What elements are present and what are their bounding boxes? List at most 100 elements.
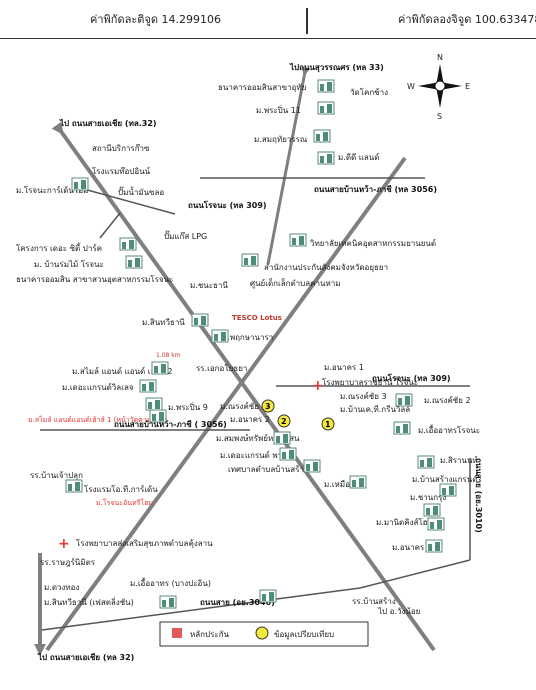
place-label: โรงพยาบาลส่งเสริมสุขภาพตำบลคุ้งลาน (76, 538, 213, 548)
building-icon (423, 503, 441, 517)
place-label: โรงแรมท๊อปอินน์ (92, 166, 151, 176)
road-3046 (41, 587, 361, 631)
building-icon (393, 421, 411, 435)
svg-text:3: 3 (265, 402, 271, 411)
place-label: รร.บ้านสร้าง (352, 597, 396, 606)
place-label: ม.ณรงค์ชัย 1 (220, 401, 267, 411)
place-label: รร.เอกอโยธยา (196, 363, 247, 373)
legend-compare-swatch (255, 626, 269, 640)
road-label-asia-top: ไป ถนนสายเอเชีย (ทล.32) (59, 118, 157, 128)
legend-pillar-swatch (172, 628, 182, 638)
road-label-rojana2: ถนนโรจนะ (ทล 309) (372, 373, 451, 383)
place-label: ม.อนาคร 3 (392, 543, 432, 552)
header-divider (306, 8, 308, 34)
place-label: ม.อนาคร 1 (324, 363, 364, 372)
place-label: วัดโคกช้าง (350, 87, 388, 97)
place-label: ธนาคารออมสินสาขาอุทัย (218, 83, 306, 92)
building-icon (417, 455, 435, 469)
building-icon (65, 479, 83, 493)
compass-n: N (437, 53, 443, 62)
compare-marker-1 (321, 417, 335, 431)
place-label: วิทยาลัยเทคนิคอุตสาหกรรมยานยนต์ (309, 238, 436, 248)
building-icon (211, 329, 229, 343)
longitude-label: ค่าพิกัดลองจิจูด 100.633478 (398, 13, 536, 26)
place-label: ม.สไมล์ แอนด์ แอนด์ เฮ้าส์ 2 (72, 366, 172, 376)
building-icon (427, 517, 445, 531)
place-label: ม.บ้านสร้างแกรนด์ (412, 474, 477, 484)
latitude-label: ค่าพิกัดละติจูด 14.299106 (90, 13, 221, 26)
road-label-rojana1: ถนนโรจนะ (ทล 309) (188, 200, 267, 210)
compass-e: E (465, 82, 470, 91)
place-label: ม.ชนะธานี (190, 281, 228, 290)
road-label-asia-bottom: ไป ถนนสายเอเชีย (ทล 32) (37, 652, 134, 662)
road-bank-spur (99, 212, 121, 239)
place-label: ปั๊มน้ำมันซลอ (118, 186, 164, 197)
road-label-3046: ถนนสาย (อย.3046) (200, 598, 275, 607)
road-rojana-branch (79, 187, 176, 215)
place-label: ม.เดอะแกรนด์วิลเลจ (62, 382, 134, 392)
place-label: ม.มานิตคิงส์โฮม (376, 517, 433, 527)
place-label: ม.พฤกษานารา (222, 333, 273, 342)
place-label: ธนาคารออมสิน สาขาสวนอุตสาหกรรมโรจนะ (16, 274, 173, 284)
place-label: สำนักงานประกันสังคมจังหวัดอยุธยา (264, 263, 388, 272)
government-icon (241, 253, 259, 267)
road-asia-diagonal (51, 121, 436, 652)
building-icon (119, 237, 137, 251)
compass-w: W (407, 82, 415, 91)
compass-rose-icon: N S E W (407, 53, 470, 121)
road-label-banwa1: ถนนสายบ้านหว้า-ภาชี (ทล 3056) (314, 184, 437, 194)
building-icon (139, 379, 157, 393)
building-icon (313, 129, 331, 143)
road-network (34, 66, 471, 656)
road-label-wangnoi: ไป อ.วังน้อย (377, 607, 420, 616)
place-label: ม.ณรงค์ชัย 3 (340, 391, 387, 401)
place-label: ศูนย์เด็กเล็กตำบลคานหาม (250, 278, 341, 289)
place-label-highlight: ม.สไมล์ แอนด์แอนด์เฮ้าส์ 1 (หน้าวัดคานหา… (28, 415, 168, 424)
legend-pillar-label: หลักประกัน (190, 630, 230, 639)
building-icon (151, 361, 169, 375)
place-label: ม.ดีดี แลนด์ (338, 152, 379, 162)
road-label-3010: ถนนสาย (อย.3010) (474, 458, 483, 533)
place-label: ม.สมฤทัยวรรณ (254, 135, 308, 144)
distance-label: 1.08 km (156, 352, 181, 359)
place-label: โครงการ เดอะ ซิตี้ ปาร์ค (16, 242, 102, 253)
building-icon (273, 431, 291, 445)
tesco-lotus-logo: TESCO Lotus (232, 314, 282, 322)
road-label-banwa2: ถนนสายบ้านหว้า-ภาชี ( 3056) (114, 419, 227, 429)
hospital-icon: + (58, 536, 70, 552)
place-label: ม.สิรานนท์ (440, 455, 478, 465)
building-icon (149, 409, 167, 423)
compass-s: S (437, 112, 442, 121)
legend: หลักประกัน ข้อมูลเปรียบเทียบ (159, 621, 369, 647)
building-icon (317, 151, 335, 165)
place-label: ม.สมพงษ์ทรัพย์หมื่นแสน (216, 432, 300, 443)
place-label: เทศบาลตำบลบ้านสร้าง (228, 465, 308, 474)
hospital-icon: + (312, 378, 324, 394)
compare-marker-2 (277, 414, 291, 428)
place-label: ปั๊มแก๊ส LPG (164, 230, 207, 241)
building-icon (191, 313, 209, 327)
building-icon (279, 447, 297, 461)
road-3046-east (359, 559, 471, 589)
svg-text:2: 2 (281, 417, 287, 426)
building-icon (317, 101, 335, 115)
place-label: ม.สินทวีธานี (เฟสตลิ่งชัน) (44, 596, 134, 607)
compare-marker-3 (261, 399, 275, 413)
road-rojana (45, 156, 407, 652)
place-label: รร.บ้านเจ้าปลุก (30, 471, 83, 480)
place-label: ม.เอื้ออาทรโรจนะ (418, 424, 480, 435)
place-label: ม.ชานกรุง (410, 493, 446, 502)
place-label: ม.ณรงค์ชัย 2 (424, 395, 471, 405)
place-label: ม.สินทวีธานี (142, 318, 185, 327)
place-label: ม.เดอะแกรนด์ พาร์ค (220, 450, 292, 460)
building-icon (125, 255, 143, 269)
place-label: โรงแรมโอ.ที.การ์เด้น (84, 484, 158, 494)
svg-text:1: 1 (325, 420, 331, 429)
building-icon (159, 595, 177, 609)
place-label: ม.บ้านเค.ที.กรีนวิลล์ (340, 404, 410, 414)
place-label: ม.พระปิ่น 11 (256, 104, 301, 115)
bank-icon (317, 79, 335, 93)
place-label: ม.อนาคร 2 (230, 415, 270, 424)
comparison-markers: 3 2 1 (261, 399, 335, 431)
building-icon (145, 397, 163, 411)
